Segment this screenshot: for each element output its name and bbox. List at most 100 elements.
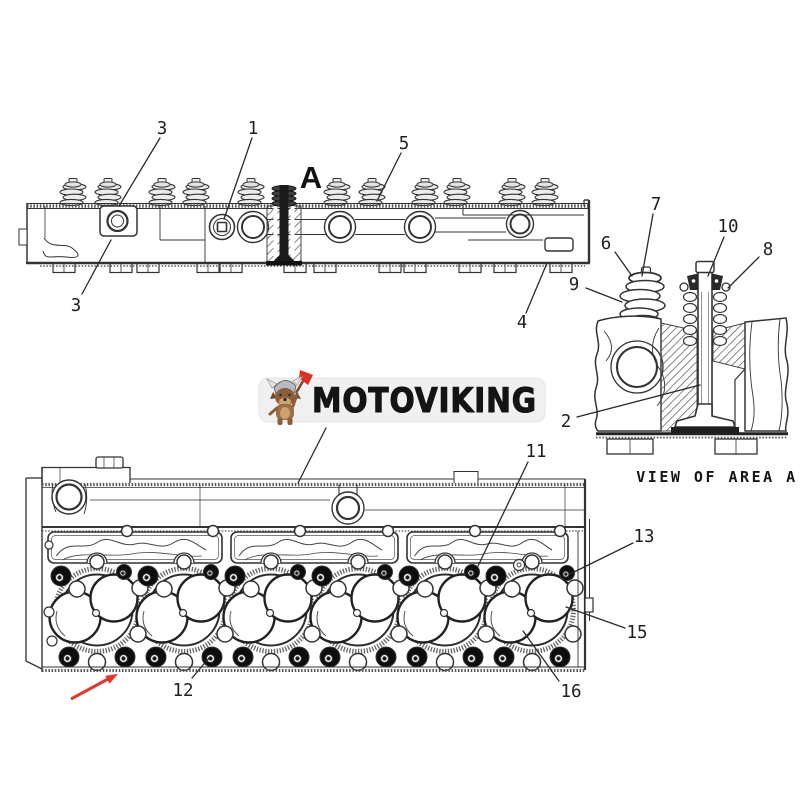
bolt-hole-center xyxy=(121,571,125,575)
leader-5 xyxy=(376,152,402,202)
bolt-hole-center xyxy=(295,656,300,661)
brand-watermark: MOTOVIKING xyxy=(258,370,546,425)
bolt-hole-center xyxy=(295,571,299,575)
valve-spring xyxy=(323,178,351,207)
gasket-bolt-hole xyxy=(381,524,395,538)
head-bolt-hole xyxy=(406,646,428,668)
leader-15 xyxy=(565,606,626,629)
head-bolt-hole xyxy=(398,565,420,587)
callout-label-11: 11 xyxy=(525,442,546,462)
right-tab xyxy=(584,597,594,613)
callout-label-6: 6 xyxy=(601,234,612,254)
leader-7 xyxy=(641,213,654,277)
viking-dog-mascot xyxy=(266,370,313,425)
small-hole xyxy=(348,652,368,672)
small-hole xyxy=(435,652,455,672)
viking-horn xyxy=(266,378,278,389)
small-hole xyxy=(303,625,321,643)
callout-label-8: 8 xyxy=(763,240,774,260)
dog-leg xyxy=(277,418,283,425)
injector-hole xyxy=(91,608,101,618)
bolt-hole-center xyxy=(492,575,497,580)
head-bolt-hole xyxy=(290,564,306,580)
leader-13 xyxy=(569,542,634,575)
port-seat-arc xyxy=(490,610,501,637)
gasket-outline xyxy=(47,531,223,564)
injector-hole xyxy=(439,608,449,618)
valve-spring xyxy=(498,178,526,207)
spring-section-coil xyxy=(712,335,728,347)
bolt-hole-center xyxy=(57,575,62,580)
valve-port-right xyxy=(350,573,400,623)
head-bolt-hole xyxy=(203,564,219,580)
brand-badge xyxy=(258,377,546,423)
valve-stem-section xyxy=(279,185,289,257)
small-hole xyxy=(129,625,147,643)
callout-label-13: 13 xyxy=(633,527,654,547)
injector-hole xyxy=(178,608,188,618)
dog-belly xyxy=(280,407,290,419)
dowel-hole xyxy=(176,554,192,570)
callout-label-15: 15 xyxy=(626,623,647,643)
head-bolt-hole xyxy=(375,646,397,668)
small-hole xyxy=(44,540,54,550)
head-bolt-hole xyxy=(232,646,254,668)
spring-section-coil xyxy=(682,291,698,303)
callout-labels: 3 1 5 3 4 6 7 9 10 8 2 11 13 15 16 12 A … xyxy=(71,119,795,702)
guide-bore-line xyxy=(734,368,746,431)
head-body-right xyxy=(744,317,789,432)
bolt-hole-center xyxy=(208,571,212,575)
spring-cap xyxy=(363,181,381,188)
side-view-diagram xyxy=(18,178,591,274)
bottom-tabs-row xyxy=(52,262,573,274)
bolt-hole-center xyxy=(556,656,561,661)
casting-line xyxy=(239,539,382,556)
back-edge-hump xyxy=(453,471,479,483)
head-bolt-hole xyxy=(485,565,507,587)
casting-line xyxy=(56,539,206,556)
keeper-lug xyxy=(679,282,689,292)
small-hole xyxy=(216,625,234,643)
spring-cap xyxy=(328,181,346,188)
spring-cap xyxy=(153,181,171,188)
bolt-hole-center xyxy=(382,656,387,661)
spring-coil xyxy=(237,198,262,207)
spring-section-coil xyxy=(682,313,698,325)
valve-spring xyxy=(443,178,471,207)
injector-hole xyxy=(352,608,362,618)
bolt-hole-center xyxy=(469,656,474,661)
guide-clearance xyxy=(290,206,295,258)
bolt-hole-center xyxy=(382,571,386,575)
axe-head xyxy=(299,370,313,385)
callout-label-3-bottom: 3 xyxy=(71,296,82,316)
dog-leg xyxy=(287,418,293,425)
small-hole xyxy=(174,652,194,672)
head-bolt-hole xyxy=(58,646,80,668)
filler-boss xyxy=(95,456,124,469)
valve-springs-row xyxy=(59,178,559,207)
head-bolt-hole xyxy=(493,646,515,668)
guide-clearance xyxy=(273,206,278,258)
casting-break-line xyxy=(42,237,79,258)
cylinder-bores xyxy=(48,566,576,654)
dowel-hole xyxy=(437,554,453,570)
rocker-stud-boss-inner xyxy=(55,483,83,511)
brand-name: MOTOVIKING xyxy=(312,381,537,421)
red-arrow-head xyxy=(105,674,118,684)
dowel-hole xyxy=(350,554,366,570)
port-hole-inner xyxy=(241,215,265,239)
casting-line xyxy=(749,321,755,432)
bolt-hole-center xyxy=(413,656,418,661)
leader-3-bottom xyxy=(81,239,112,295)
dog-arm xyxy=(268,406,279,416)
water-jacket-inner xyxy=(615,345,659,389)
gasket-bolt-hole xyxy=(553,524,567,538)
valve-port-right xyxy=(263,573,313,623)
small-hole xyxy=(566,579,584,597)
head-bolt-hole xyxy=(464,564,480,580)
valve-port-right xyxy=(524,573,574,623)
spring-cap xyxy=(242,181,260,188)
leader-6 xyxy=(614,251,633,277)
